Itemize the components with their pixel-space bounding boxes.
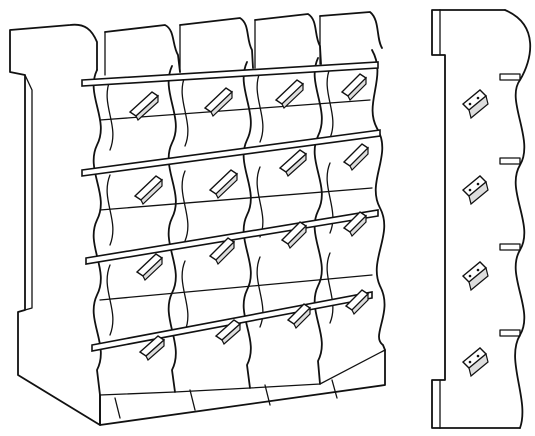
panel-back-edge	[431, 9, 446, 429]
divider-1	[92, 69, 102, 396]
bay-inner-lines	[106, 67, 334, 336]
back-verticals	[104, 15, 321, 76]
brackets-row-2	[133, 143, 370, 205]
rack-perspective	[9, 11, 386, 426]
base-ribs	[114, 379, 338, 419]
divider-4	[313, 57, 323, 385]
left-panel-edge	[24, 74, 33, 311]
divider-5	[371, 49, 386, 351]
brackets-row-4	[138, 289, 370, 361]
panel-top-bottom	[439, 9, 521, 429]
divider-3	[242, 61, 252, 389]
divider-2	[167, 65, 177, 393]
brackets-row-3	[135, 211, 368, 281]
panel-notches	[499, 73, 521, 337]
shelf-edges	[99, 99, 386, 396]
panel-wavy-front	[504, 9, 532, 429]
panel-clips	[461, 89, 489, 378]
top-edge	[104, 11, 383, 73]
left-side-panel	[9, 23, 101, 426]
rails	[81, 61, 381, 352]
side-panel-elevation	[431, 9, 532, 429]
brackets-row-1	[128, 73, 368, 121]
base	[99, 349, 386, 426]
